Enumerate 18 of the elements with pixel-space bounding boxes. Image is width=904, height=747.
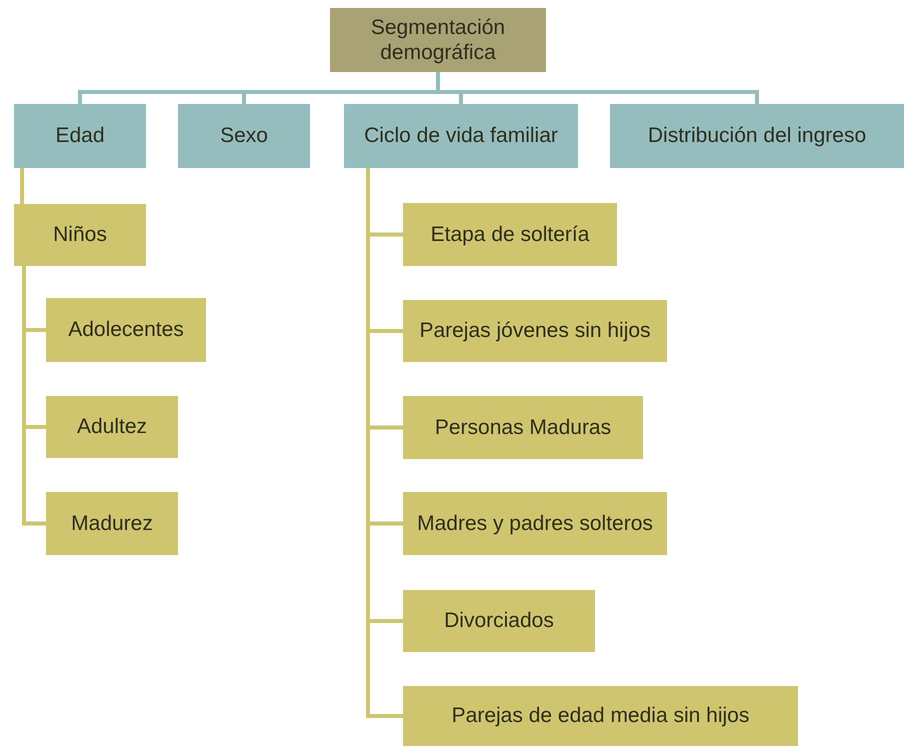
category-box: Madurez [46, 492, 178, 555]
root-box: Segmentación demográfica [330, 8, 546, 72]
category-box: Ciclo de vida familiar [344, 104, 578, 168]
category-box: Adolecentes [46, 298, 206, 362]
category-box: Edad [14, 104, 146, 168]
connector-line [20, 168, 24, 204]
category-box: Personas Maduras [403, 396, 643, 459]
category-box: Etapa de soltería [403, 203, 617, 266]
category-box: Adultez [46, 396, 178, 458]
category-box: Divorciados [403, 590, 595, 652]
category-box: Madres y padres solteros [403, 492, 667, 555]
category-box: Sexo [178, 104, 310, 168]
connector-line [22, 266, 46, 526]
connector-line [436, 72, 759, 104]
category-box: Distribución del ingreso [610, 104, 904, 168]
category-box: Parejas de edad media sin hijos [403, 686, 798, 746]
category-box: Niños [14, 204, 146, 266]
category-box: Parejas jóvenes sin hijos [403, 300, 667, 362]
